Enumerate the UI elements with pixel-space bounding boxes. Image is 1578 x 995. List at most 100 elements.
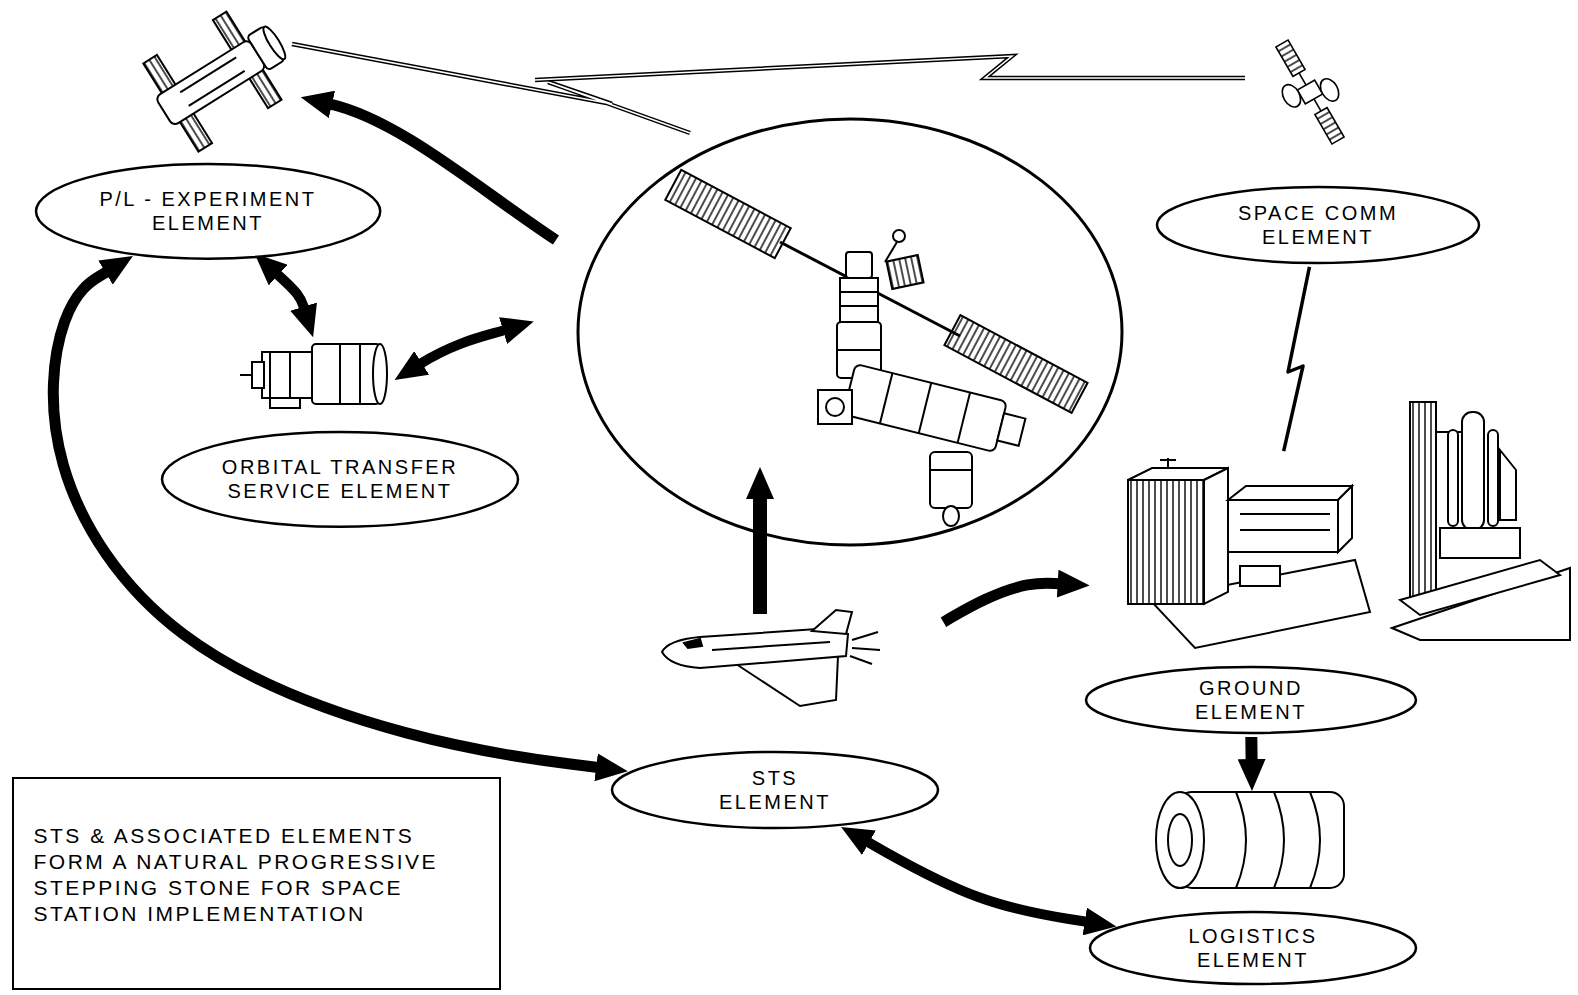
transfer-vehicle <box>312 344 380 404</box>
ellipse-outline <box>1155 185 1481 265</box>
ground-facility <box>1228 500 1338 552</box>
relay-satellite <box>1278 81 1304 110</box>
space-station <box>840 305 878 307</box>
element-label: ORBITAL TRANSFER SERVICE ELEMENT <box>195 455 485 503</box>
space-station <box>665 170 790 258</box>
element-label: P/L - EXPERIMENT ELEMENT <box>68 187 348 235</box>
space-station <box>997 413 1025 445</box>
space-shuttle <box>684 639 702 648</box>
flow-arrow <box>753 497 767 614</box>
space-station <box>919 383 932 433</box>
ground-facility <box>1160 459 1176 461</box>
comm-link-zigzag <box>292 44 690 133</box>
ellipse-outline <box>1088 910 1418 986</box>
space-station <box>840 278 878 322</box>
space-station <box>930 452 972 508</box>
note-box: STS & ASSOCIATED ELEMENTS FORM A NATURAL… <box>12 777 501 990</box>
space-telescope <box>137 0 307 156</box>
ground-facility <box>1128 480 1204 604</box>
transfer-vehicle <box>270 398 300 408</box>
space-shuttle <box>712 642 830 650</box>
ground-facility <box>1228 486 1352 500</box>
ground-facility <box>1240 513 1330 515</box>
element-label: SPACE COMM ELEMENT <box>1218 201 1418 249</box>
comm-link <box>1284 267 1310 451</box>
ellipse-outline <box>1157 187 1479 263</box>
transfer-vehicle <box>339 344 341 404</box>
text-block: LOGISTICS ELEMENT <box>1168 924 1338 972</box>
space-station <box>578 119 1122 545</box>
transfer-vehicle <box>289 352 291 398</box>
transfer-vehicle <box>240 374 252 376</box>
launch-pad <box>1462 412 1484 530</box>
element-label: GROUND ELEMENT <box>1176 676 1326 724</box>
comm-link-zigzag <box>292 44 1245 133</box>
space-station <box>837 349 881 351</box>
space-station <box>880 373 893 423</box>
ground-facility <box>1240 566 1280 586</box>
space-station <box>846 252 872 278</box>
transfer-vehicle <box>240 344 387 408</box>
space-station <box>840 291 878 293</box>
ground-facility <box>1128 458 1370 648</box>
comm-link-zigzag <box>292 44 690 133</box>
ellipse-outline <box>160 430 520 529</box>
transfer-element: ORBITAL TRANSFER SERVICE ELEMENT <box>160 320 520 529</box>
logistics-module <box>1156 792 1344 888</box>
ellipse-outline <box>610 750 940 830</box>
text-block: P/L - EXPERIMENT ELEMENT <box>68 187 348 235</box>
relay-satellite <box>1315 108 1344 144</box>
ellipse-outline <box>612 752 938 828</box>
ground-facility <box>1204 468 1228 604</box>
transfer-vehicle <box>373 344 387 404</box>
text-block: STS & ASSOCIATED ELEMENTS FORM A NATURAL… <box>34 823 479 927</box>
space-station <box>826 398 844 416</box>
connector-arrow <box>53 272 598 768</box>
logistics-element: LOGISTICS ELEMENT <box>1088 784 1418 986</box>
transfer-vehicle <box>359 344 361 404</box>
launch-pad <box>1440 528 1520 558</box>
space-station <box>958 392 971 442</box>
relay-satellite <box>1317 76 1343 105</box>
ellipse-outline <box>162 432 518 527</box>
space-station <box>665 170 790 258</box>
note-text: STS & ASSOCIATED ELEMENTS FORM A NATURAL… <box>34 823 479 927</box>
space-shuttle <box>662 610 880 706</box>
relay-satellite <box>1276 40 1305 76</box>
connector-arrow <box>1245 737 1257 761</box>
space-station <box>578 119 1122 545</box>
ground-facility <box>1338 486 1352 552</box>
launch-pad <box>1410 402 1436 602</box>
element-label: LOGISTICS ELEMENT <box>1168 924 1338 972</box>
space-station <box>843 364 1007 452</box>
launch-pad <box>1500 450 1516 520</box>
text-block: STS ELEMENT <box>700 766 850 814</box>
logistics-module <box>1236 792 1246 888</box>
transfer-vehicle <box>252 362 264 388</box>
space-shuttle <box>850 656 872 664</box>
space-station <box>886 255 923 289</box>
ground-facility <box>1240 529 1330 531</box>
comm-link-zigzag <box>535 56 1245 80</box>
logistics-module <box>1168 814 1192 866</box>
text-block: ORBITAL TRANSFER SERVICE ELEMENT <box>195 455 485 503</box>
launch-pad <box>1448 430 1458 526</box>
launch-pad <box>1410 402 1436 602</box>
connector-arrow <box>867 842 1086 922</box>
flow-arrow <box>420 330 505 364</box>
logistics-module <box>1156 792 1204 888</box>
ellipse-outline <box>1090 912 1416 984</box>
space-station <box>843 364 1028 458</box>
space-telescope <box>260 24 289 62</box>
launch-pad <box>1392 402 1570 640</box>
space-shuttle <box>852 632 878 640</box>
text-block: GROUND ELEMENT <box>1176 676 1326 724</box>
space-station <box>943 506 959 526</box>
space-station <box>930 469 972 471</box>
ellipse-outline <box>36 164 380 259</box>
space-station <box>885 242 897 262</box>
launch-pad <box>1488 430 1498 526</box>
space-station <box>886 255 923 289</box>
space-telescope <box>189 71 245 106</box>
